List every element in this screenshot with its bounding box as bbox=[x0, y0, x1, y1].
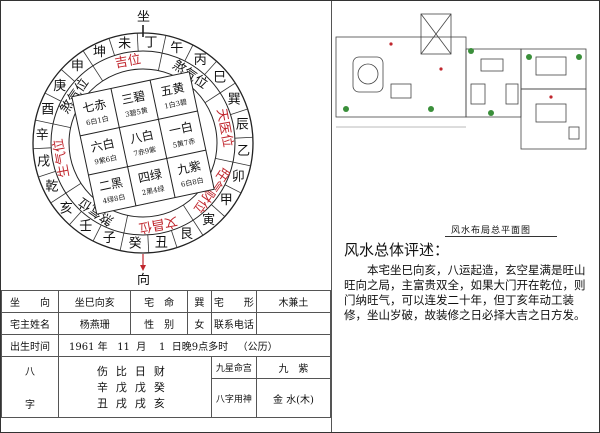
compass-mountain-label: 癸 bbox=[129, 237, 142, 252]
evaluation-text: 本宅坐巳向亥，八运起造，玄空星满是旺山旺向之局，主富贵双全，如果大门开在乾位，则… bbox=[344, 263, 586, 322]
plan-title-underline bbox=[445, 236, 557, 237]
compass-outer-ring: 癸丑艮寅甲卯乙辰巽巳丙午丁未坤申庚酉辛戌乾亥壬子 bbox=[36, 35, 250, 251]
compass-ring-dividers bbox=[33, 33, 253, 253]
value-house-shape: 木兼土 bbox=[255, 290, 332, 313]
grid-cell-star: 三碧 bbox=[120, 89, 146, 108]
label-house-fate: 宅 命 bbox=[130, 290, 188, 313]
value-house-fate: 巽 bbox=[186, 290, 212, 313]
value-owner: 杨燕珊 bbox=[57, 312, 132, 335]
birth-hour-unit: 时 bbox=[218, 342, 229, 353]
compass-mountain-label: 乙 bbox=[237, 144, 250, 159]
compass-mountain-label: 卯 bbox=[232, 170, 245, 185]
label-orientation: 坐 向 bbox=[1, 290, 59, 313]
birth-hour: 晚9点多 bbox=[181, 342, 219, 353]
compass-mountain-label: 酉 bbox=[41, 102, 54, 117]
compass-mountain-label: 午 bbox=[170, 41, 183, 56]
value-nine-star: 九 紫 bbox=[255, 356, 332, 379]
grid-cell-star: 二黑 bbox=[98, 175, 124, 194]
table-row: 八字用神 金 水(木) bbox=[2, 378, 332, 418]
compass-sector-label: 吉位 bbox=[114, 52, 142, 71]
bazi-label: 八 字 bbox=[1, 356, 59, 418]
label-nine-star: 九星命宫 bbox=[210, 356, 257, 379]
compass-mountain-label: 亥 bbox=[60, 202, 73, 217]
table-row: 八 字 伤比日财 辛戊戊癸 丑戌戌亥 九星命宫 九 紫 bbox=[1, 356, 332, 418]
birth-month-unit: 月 bbox=[136, 342, 147, 353]
value-orientation: 坐巳向亥 bbox=[57, 290, 132, 313]
grid-cell-star: 九紫 bbox=[176, 159, 202, 178]
bazi-row-branches: 丑戌戌亥 bbox=[96, 397, 173, 410]
label-gender: 性 别 bbox=[130, 312, 188, 335]
grid-cell-star: 五黄 bbox=[159, 80, 185, 99]
floor-plan bbox=[335, 13, 587, 150]
grid-cell-star: 一白 bbox=[167, 118, 194, 138]
bazi-row-ten-gods: 伤比日财 bbox=[96, 365, 173, 378]
value-gender: 女 bbox=[186, 312, 212, 335]
compass-mid-circle bbox=[50, 50, 236, 236]
compass-mountain-label: 辰 bbox=[236, 118, 249, 133]
birth-calendar: （公历） bbox=[237, 342, 278, 353]
compass-sector-label: 文昌位 bbox=[137, 213, 178, 235]
grid-cell-star: 七赤 bbox=[81, 97, 107, 116]
compass-arrow-icon bbox=[140, 265, 146, 271]
value-birth: 1961 年 11 月 1 日晚9点多时 （公历） bbox=[58, 334, 331, 357]
compass-mountain-label: 丑 bbox=[155, 235, 168, 250]
column-divider bbox=[331, 1, 332, 432]
label-owner: 宅主姓名 bbox=[1, 312, 59, 335]
plan-title: 风水布局总平面图 bbox=[451, 226, 532, 236]
compass-mountain-label: 辛 bbox=[36, 128, 49, 143]
birth-year: 1961 bbox=[69, 342, 95, 353]
compass-mountain-label: 乾 bbox=[45, 179, 58, 194]
compass-outer-circle bbox=[32, 32, 254, 254]
compass-sector-label: 生气位 bbox=[50, 137, 73, 178]
nine-palace-grid: 七赤6白1白三碧3碧5黄五黄1白3碧六白9紫6白八白7赤9紫一白5黄7赤二黑4绿… bbox=[71, 71, 215, 215]
grid-cell-star: 四绿 bbox=[137, 166, 164, 186]
compass-top-label: 坐 bbox=[137, 10, 150, 25]
bazi-label-top: 八 bbox=[25, 367, 35, 378]
bazi-chart: 伤比日财 辛戊戊癸 丑戌戌亥 bbox=[58, 356, 212, 418]
compass-mountain-label: 甲 bbox=[220, 193, 233, 208]
info-table: 坐 向 坐巳向亥 宅 命 巽 宅 形 木兼土 宅主姓名 杨燕珊 性 别 女 联系… bbox=[1, 290, 332, 418]
compass-mountain-label: 戌 bbox=[37, 154, 50, 169]
bazi-label-bottom: 字 bbox=[25, 400, 35, 411]
compass-mountain-label: 庚 bbox=[53, 78, 66, 94]
birth-month: 11 bbox=[117, 342, 130, 353]
evaluation-title: 风水总体评述： bbox=[344, 241, 450, 259]
compass-mountain-label: 寅 bbox=[202, 212, 215, 228]
table-row: 坐 向 坐巳向亥 宅 命 巽 宅 形 木兼土 bbox=[1, 290, 332, 313]
compass-inner-circle bbox=[68, 68, 218, 218]
compass-mountain-label: 丙 bbox=[194, 53, 207, 68]
label-useful-god: 八字用神 bbox=[210, 378, 257, 418]
compass-mountain-label: 艮 bbox=[180, 227, 193, 242]
bazi-row-stems: 辛戊戊癸 bbox=[96, 381, 173, 394]
label-phone: 联系电话 bbox=[210, 312, 257, 335]
table-row: 出生时间 1961 年 11 月 1 日晚9点多时 （公历） bbox=[1, 334, 331, 357]
compass-mountain-label: 坤 bbox=[93, 45, 106, 60]
birth-year-unit: 年 bbox=[97, 342, 108, 353]
label-birth: 出生时间 bbox=[1, 334, 59, 357]
compass-mountain-label: 申 bbox=[71, 59, 84, 74]
grid-cell-star: 六白 bbox=[89, 135, 116, 155]
birth-day: 1 bbox=[159, 342, 166, 353]
compass-mountain-label: 巳 bbox=[213, 70, 226, 85]
compass-sector-label: 天医位 bbox=[213, 107, 235, 148]
compass-mountain-label: 巽 bbox=[228, 93, 241, 108]
compass-bottom-label: 向 bbox=[137, 272, 150, 287]
value-phone bbox=[255, 312, 332, 335]
label-house-shape: 宅 形 bbox=[210, 290, 257, 313]
table-row: 宅主姓名 杨燕珊 性 别 女 联系电话 bbox=[1, 312, 332, 335]
birth-day-unit: 日 bbox=[171, 342, 182, 353]
compass-mountain-label: 丁 bbox=[144, 35, 157, 50]
compass-mountain-label: 子 bbox=[103, 231, 116, 246]
compass-mountain-label: 未 bbox=[118, 37, 131, 52]
grid-cell-star: 八白 bbox=[128, 127, 155, 147]
compass-mountain-label: 壬 bbox=[79, 219, 92, 234]
value-useful-god: 金 水(木) bbox=[255, 378, 332, 418]
